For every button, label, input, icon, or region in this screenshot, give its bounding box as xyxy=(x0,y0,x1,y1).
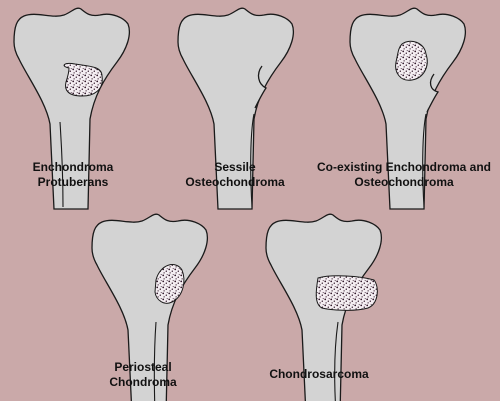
cortex-line xyxy=(334,321,339,401)
panel-periosteal-chondroma xyxy=(91,213,209,401)
caption-line: Osteochondroma xyxy=(185,175,285,189)
caption-sessile-osteochondroma: Sessile Osteochondroma xyxy=(180,160,290,190)
cortex-line xyxy=(250,113,255,208)
osteochondroma-bump xyxy=(426,73,440,113)
caption-chondrosarcoma: Chondrosarcoma xyxy=(254,367,384,382)
panel-sessile-osteochondroma xyxy=(177,7,295,210)
panel-chondrosarcoma xyxy=(265,213,383,401)
caption-line: Protuberans xyxy=(37,175,109,189)
caption-line: Sessile xyxy=(214,160,256,174)
lesion xyxy=(154,264,185,304)
caption-periosteal-chondroma: Periosteal Chondroma xyxy=(80,360,206,390)
enchondroma-lesion xyxy=(395,40,428,81)
lesion xyxy=(315,275,378,311)
cortex-line xyxy=(59,121,64,208)
caption-line: Chondroma xyxy=(109,375,177,389)
caption-line: Periosteal xyxy=(114,360,172,374)
cortex-line xyxy=(422,113,427,208)
caption-coexisting: Co-existing Enchondroma and Osteochondro… xyxy=(314,160,494,190)
caption-line: Co-existing Enchondroma and xyxy=(316,160,491,174)
caption-line: Enchondroma xyxy=(32,160,114,174)
lesion xyxy=(63,63,103,97)
caption-enchondroma-protuberans: Enchondroma Protuberans xyxy=(12,160,134,190)
osteochondroma-bump xyxy=(254,65,267,109)
panel-enchondroma-protuberans xyxy=(13,7,131,210)
cortex-line xyxy=(153,321,157,401)
panel-coexisting xyxy=(349,7,467,210)
caption-line: Chondrosarcoma xyxy=(269,367,369,381)
caption-line: Osteochondroma xyxy=(354,175,454,189)
